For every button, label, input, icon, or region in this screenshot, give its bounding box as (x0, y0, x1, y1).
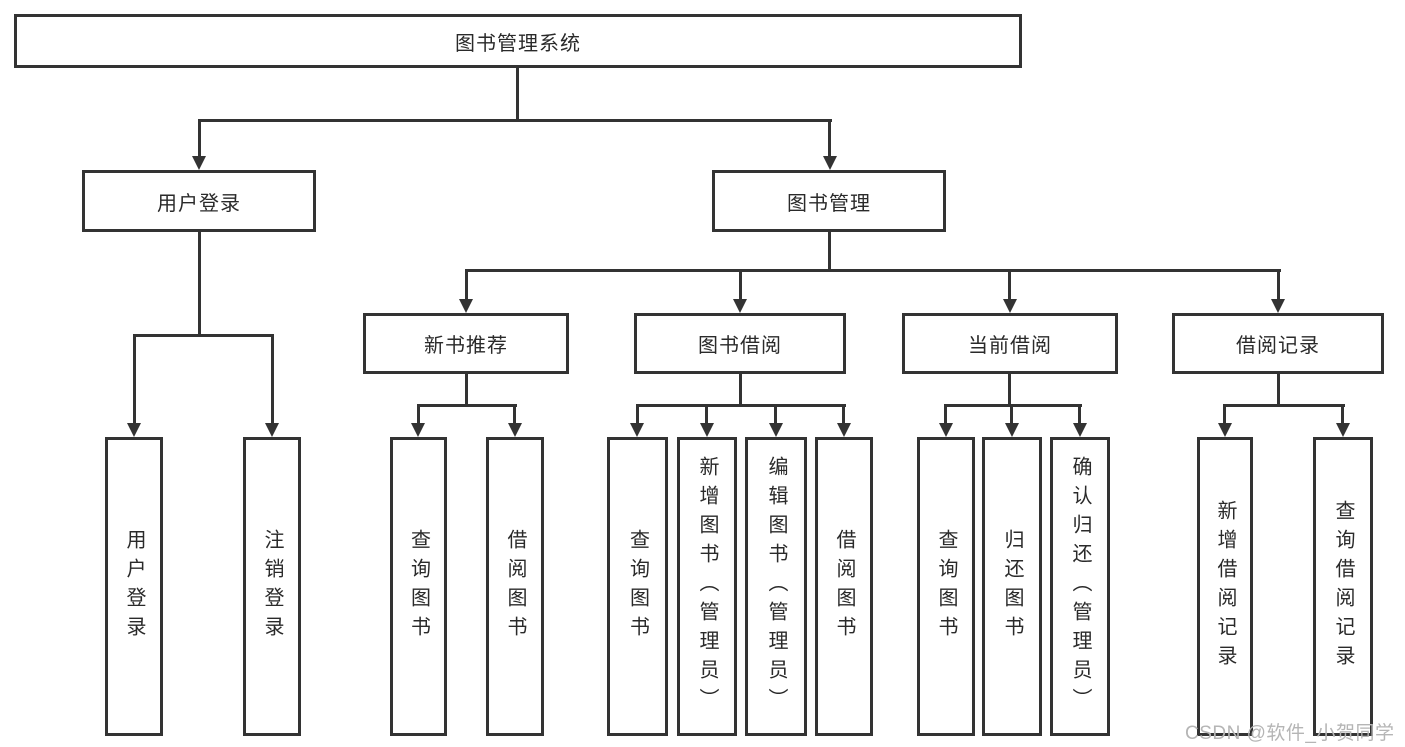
connector-arrow (411, 423, 425, 437)
connector-line-v (1008, 269, 1011, 300)
connector-line-h (636, 404, 846, 407)
connector-line-v (1008, 374, 1011, 406)
leaf-label: 用户登录 (123, 528, 145, 645)
connector-line-v (1277, 269, 1280, 300)
node-new-book-recommendation: 新书推荐 (363, 313, 569, 374)
leaf-query-borrow-record: 查询借阅记录 (1313, 437, 1373, 736)
connector-line-v (516, 68, 519, 122)
connector-arrow (630, 423, 644, 437)
connector-arrow (127, 423, 141, 437)
leaf-label: 编辑图书（管理员） (765, 456, 787, 717)
leaf-borrow-books: 借阅图书 (815, 437, 873, 736)
node-book-borrowing: 图书借阅 (634, 313, 846, 374)
leaf-label: 借阅图书 (833, 528, 855, 645)
connector-line-v (465, 269, 468, 300)
connector-arrow (939, 423, 953, 437)
connector-arrow (1271, 299, 1285, 313)
leaf-label: 确认归还（管理员） (1069, 456, 1091, 717)
leaf-label: 查询图书 (626, 528, 649, 645)
leaf-label: 归还图书 (1001, 528, 1023, 645)
leaf-label: 新增借阅记录 (1214, 499, 1236, 674)
connector-line-v (828, 119, 831, 157)
connector-line-v (739, 269, 742, 300)
connector-line-v (271, 334, 274, 424)
connector-arrow (508, 423, 522, 437)
connector-line-v (1223, 404, 1226, 424)
connector-line-v (705, 404, 708, 424)
connector-line-h (1223, 404, 1345, 407)
connector-line-v (842, 404, 845, 424)
connector-line-v (1010, 404, 1013, 424)
connector-line-h (198, 119, 832, 122)
connector-line-v (828, 232, 831, 272)
connector-arrow (192, 156, 206, 170)
connector-line-v (1277, 374, 1280, 406)
connector-arrow (1218, 423, 1232, 437)
connector-arrow (459, 299, 473, 313)
leaf-label: 新增图书（管理员） (696, 456, 718, 717)
connector-arrow (700, 423, 714, 437)
connector-line-v (133, 334, 136, 424)
leaf-add-books-admin: 新增图书（管理员） (677, 437, 737, 736)
connector-line-v (465, 374, 468, 406)
connector-line-h (133, 334, 274, 337)
connector-line-h (465, 269, 1281, 272)
leaf-label: 注销登录 (261, 528, 283, 645)
connector-line-v (1341, 404, 1344, 424)
node-borrowing-records: 借阅记录 (1172, 313, 1384, 374)
leaf-confirm-return-admin: 确认归还（管理员） (1050, 437, 1110, 736)
connector-arrow (1336, 423, 1350, 437)
leaf-label: 查询图书 (935, 528, 957, 645)
leaf-label: 借阅图书 (504, 528, 526, 645)
node-book-management: 图书管理 (712, 170, 946, 232)
connector-arrow (769, 423, 783, 437)
connector-line-h (944, 404, 1082, 407)
connector-line-h (417, 404, 517, 407)
leaf-label: 查询图书 (407, 528, 430, 645)
connector-line-v (417, 404, 420, 424)
watermark-csdn: CSDN @软件_小贺同学 (1185, 723, 1395, 744)
leaf-user-login: 用户登录 (105, 437, 163, 736)
node-library-system: 图书管理系统 (14, 14, 1022, 68)
connector-arrow (823, 156, 837, 170)
connector-arrow (1003, 299, 1017, 313)
leaf-edit-books-admin: 编辑图书（管理员） (745, 437, 807, 736)
connector-arrow (733, 299, 747, 313)
leaf-query-books-recommend: 查询图书 (390, 437, 447, 736)
node-user-login: 用户登录 (82, 170, 316, 232)
node-current-borrowing: 当前借阅 (902, 313, 1118, 374)
connector-arrow (837, 423, 851, 437)
connector-line-v (198, 232, 201, 336)
leaf-borrow-books-recommend: 借阅图书 (486, 437, 544, 736)
connector-line-v (1078, 404, 1081, 424)
leaf-query-books-current: 查询图书 (917, 437, 975, 736)
connector-arrow (1005, 423, 1019, 437)
leaf-logout: 注销登录 (243, 437, 301, 736)
leaf-label: 查询借阅记录 (1332, 499, 1354, 674)
leaf-add-borrow-record: 新增借阅记录 (1197, 437, 1253, 736)
connector-line-v (739, 374, 742, 406)
connector-arrow (265, 423, 279, 437)
connector-line-v (198, 119, 201, 157)
connector-line-v (513, 404, 516, 424)
connector-line-v (636, 404, 639, 424)
connector-line-v (944, 404, 947, 424)
leaf-query-books-borrowing: 查询图书 (607, 437, 668, 736)
connector-line-v (774, 404, 777, 424)
connector-arrow (1073, 423, 1087, 437)
leaf-return-books: 归还图书 (982, 437, 1042, 736)
